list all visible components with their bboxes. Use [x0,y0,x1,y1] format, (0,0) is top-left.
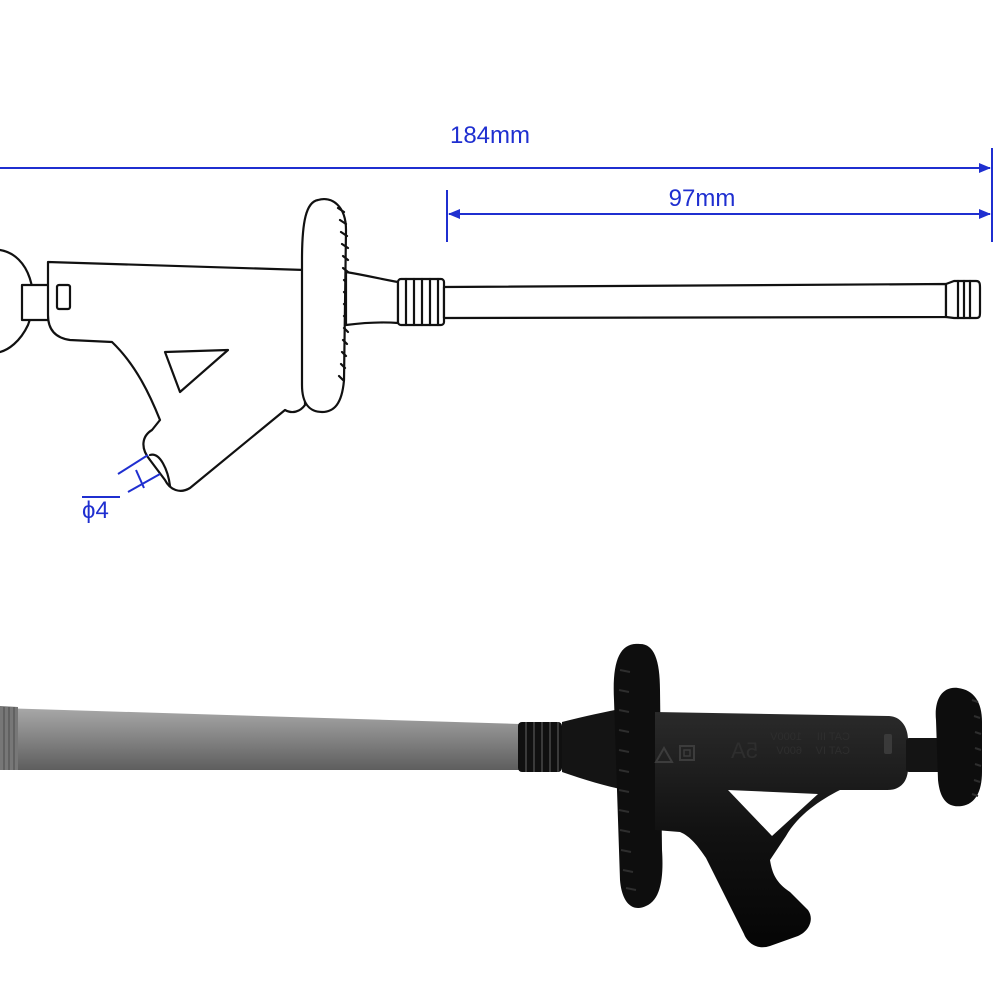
cable-left-ridges [3,707,15,770]
voltage-marking-2: 600V [776,745,802,757]
socket-diameter-label: ϕ4 [82,497,109,524]
rear-neck [906,738,942,772]
black-probe-body [655,712,908,948]
probe-product-photo: 5A 1000V 600V CAT III CAT IV [0,643,982,948]
rear-knob [935,687,982,807]
category-marking-1: CAT III [817,731,850,743]
black-grip-window [728,790,818,836]
tip-rod-outline [442,282,948,320]
grip-window-outline [163,348,230,394]
probe-outline-drawing [0,198,982,492]
tip-cap-ribs [956,279,972,320]
finger-guard-texture [618,669,637,891]
socket-diameter-leader-a [117,454,149,475]
black-collar [562,708,625,790]
socket-diameter-leader-b [127,473,161,493]
current-rating-marking: 5A [731,738,758,763]
voltage-marking-1: 1000V [770,731,802,743]
black-sleeve-ribs [525,722,559,772]
body-slot-outline [55,283,72,311]
category-marking-2: CAT IV [815,745,850,757]
overall-length-dimension: 184mm [0,122,993,240]
body-neck-outline [20,283,52,322]
tip-length-label: 97mm [669,185,736,212]
collar-outline [344,270,400,327]
socket-diameter-dimension: ϕ4 [82,454,161,524]
ribbed-sleeve-ribs [404,277,440,327]
black-ribbed-sleeve [518,722,562,772]
black-finger-guard [613,643,663,909]
tip-length-dimension: 97mm [446,185,993,242]
overall-length-label: 184mm [450,122,530,149]
black-body-slot [884,734,892,754]
double-insulation-icon [679,745,695,761]
finger-guard-outline [300,198,348,414]
warning-triangle-icon [654,745,674,763]
socket-outline [148,453,172,488]
probe-cable [0,708,520,770]
rear-knob-texture [971,699,982,797]
socket-diameter-arrow [135,469,145,489]
double-insulation-inner [683,749,691,757]
